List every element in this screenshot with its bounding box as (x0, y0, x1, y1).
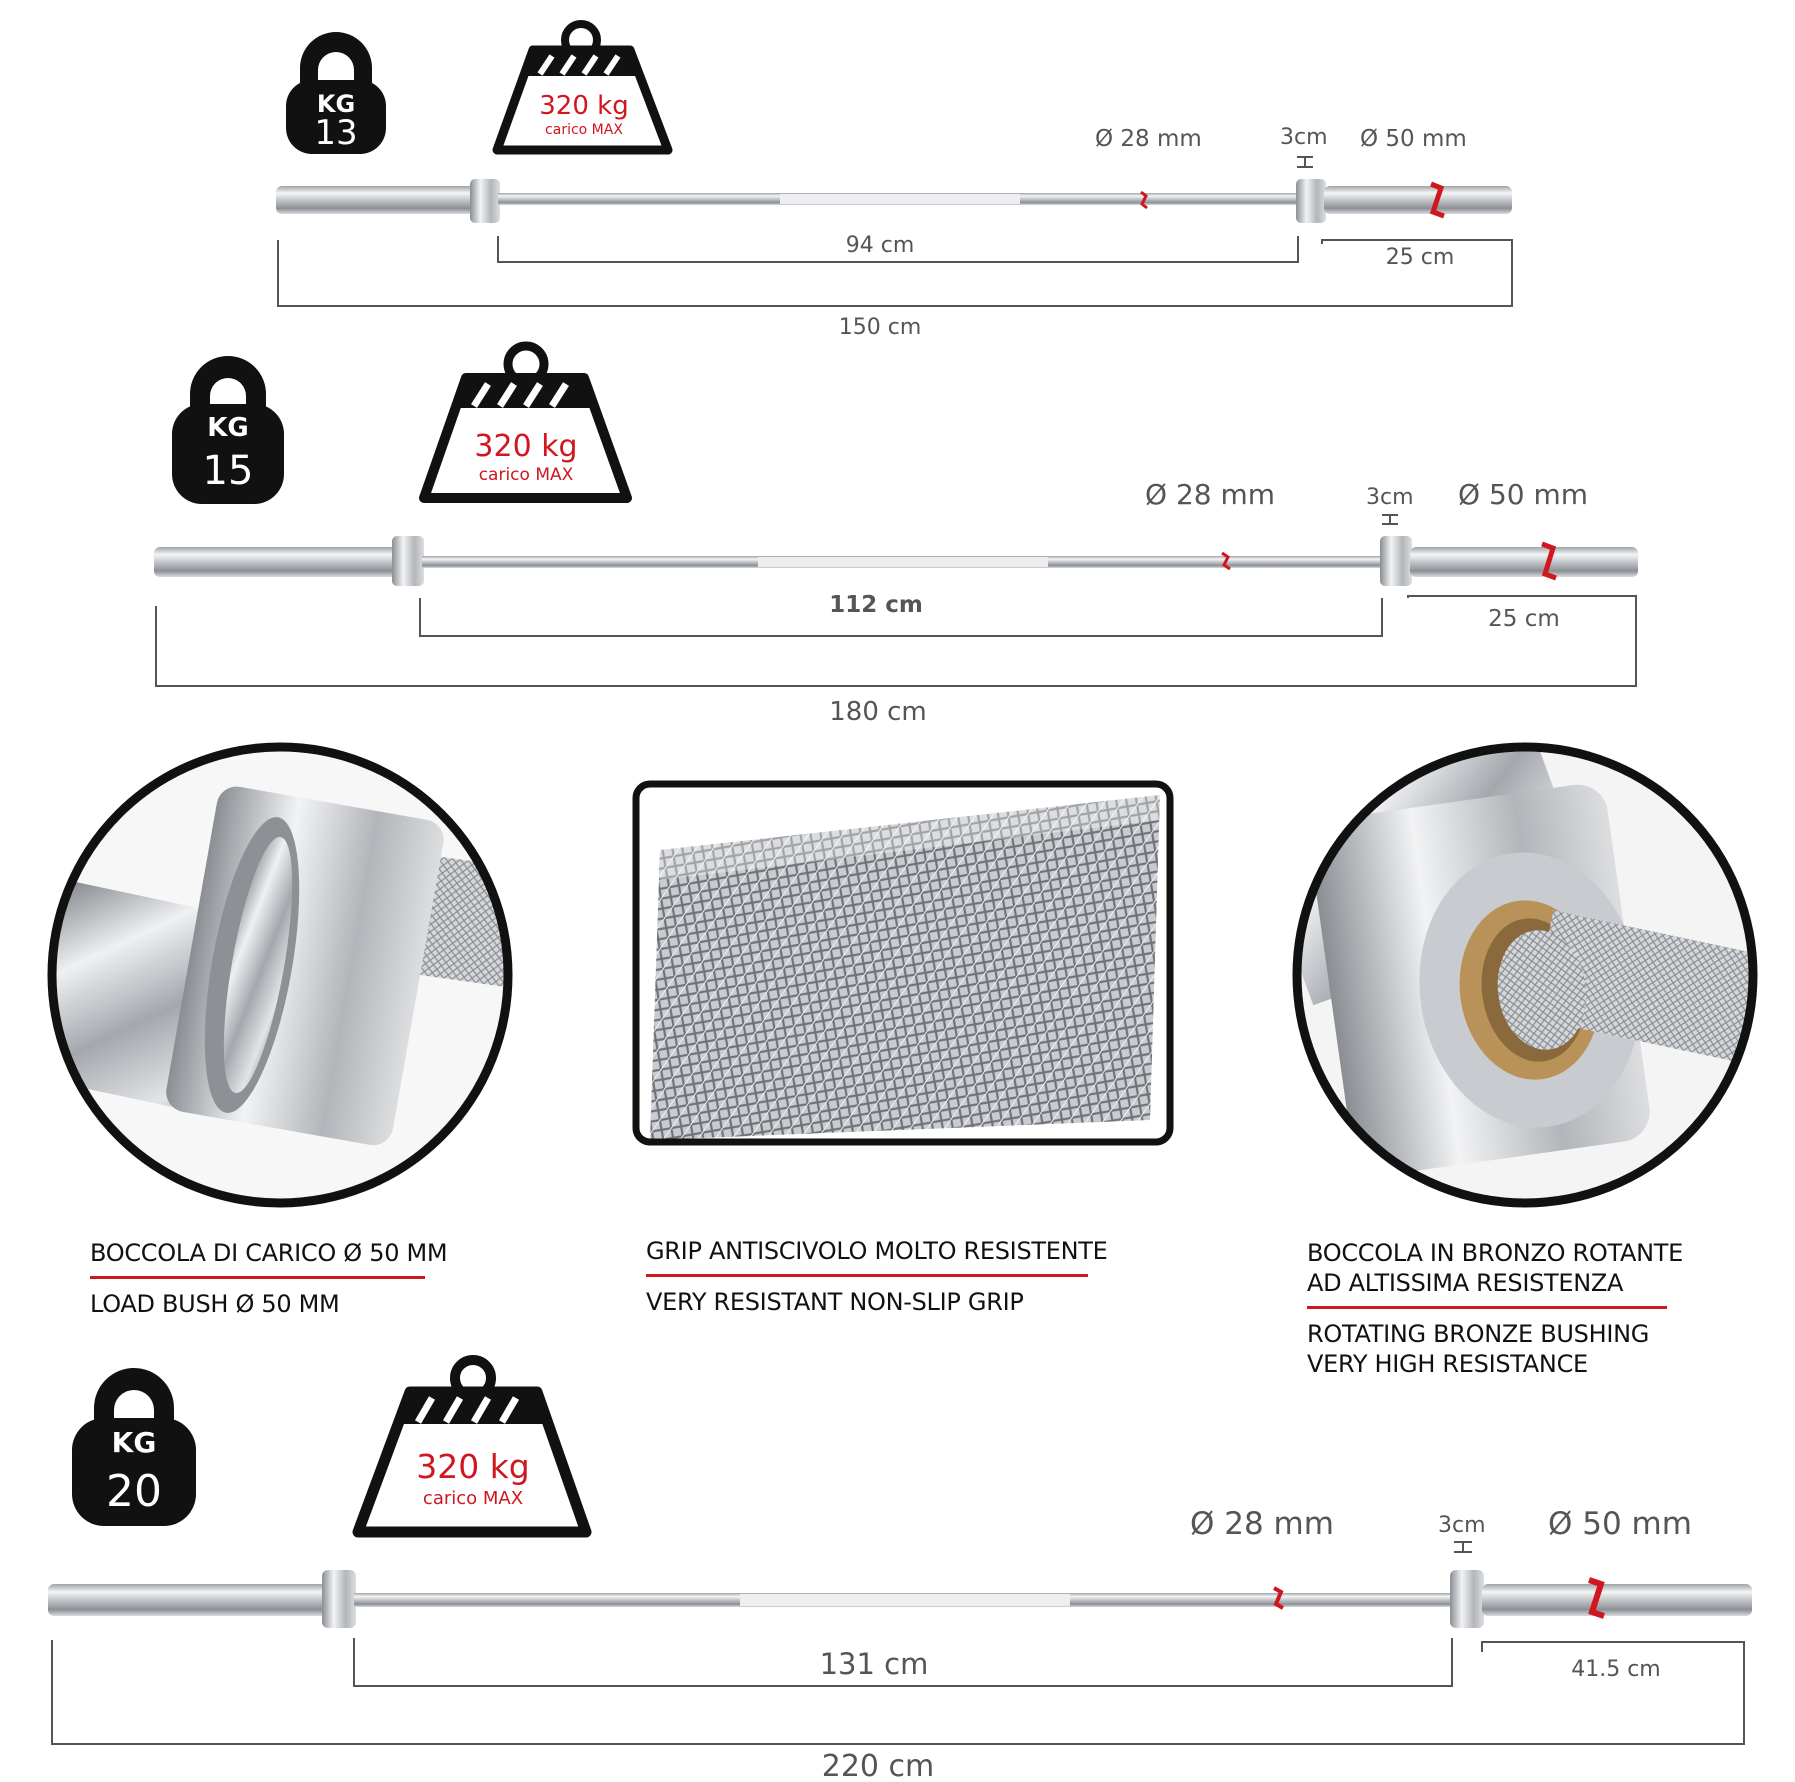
total-length-dimension (277, 240, 1513, 307)
kettlebell-unit: KG (317, 90, 355, 118)
max-load-caption: carico MAX (479, 465, 574, 485)
sleeve-diameter-marker (1541, 541, 1557, 581)
collar-width-marker (1382, 514, 1398, 525)
caption-divider (646, 1274, 1088, 1277)
max-load-weight-icon: 320 kg carico MAX (492, 20, 673, 155)
bronze-bushing-photo (1292, 742, 1758, 1208)
caption-english-line-2: VERY HIGH RESISTANCE (1307, 1350, 1588, 1378)
caption-italian-line-2: AD ALTISSIMA RESISTENZA (1307, 1269, 1624, 1297)
max-load-value: 320 kg (416, 1447, 530, 1486)
max-load-weight-icon: 320 kg carico MAX (419, 341, 632, 503)
kettlebell-icon: KG 13 (286, 32, 386, 154)
collar-width-marker (1454, 1541, 1472, 1553)
kettlebell-icon: KG 20 (72, 1368, 196, 1526)
sleeve-diameter-marker (1429, 181, 1445, 219)
sleeve-length-dimension (1407, 595, 1637, 598)
total-length-label: 150 cm (839, 315, 922, 340)
collar-width-label: 3cm (1366, 485, 1414, 510)
knurled-grip-photo (632, 780, 1174, 1146)
max-load-value: 320 kg (539, 91, 628, 121)
total-length-dimension (51, 1640, 1745, 1745)
collar-width-label: 3cm (1280, 125, 1328, 150)
inner-length-dimension (419, 598, 1383, 637)
barbell (276, 179, 1512, 223)
sleeve-length-dimension (1321, 239, 1513, 244)
kettlebell-weight: 13 (314, 113, 357, 153)
collar-width-marker (1297, 156, 1313, 168)
grip-diameter-label: Ø 28 mm (1095, 126, 1202, 152)
barbell (154, 536, 1638, 586)
caption-italian: GRIP ANTISCIVOLO MOLTO RESISTENTE (646, 1237, 1108, 1265)
bar-spec-220: KG 20 320 kg carico MAX Ø 28 mm 3cm (48, 1355, 1752, 1782)
grip-diameter-label: Ø 28 mm (1145, 478, 1275, 511)
max-load-caption: carico MAX (545, 122, 623, 138)
sleeve-diameter-label: Ø 50 mm (1458, 478, 1588, 511)
sleeve-length-label: 25 cm (1386, 245, 1455, 270)
total-length-label: 180 cm (829, 697, 927, 727)
load-bush-photo (47, 742, 513, 1208)
sleeve-length-label: 41.5 cm (1571, 1657, 1661, 1682)
kettlebell-unit: KG (112, 1426, 157, 1459)
caption-italian-line-1: BOCCOLA IN BRONZO ROTANTE (1307, 1239, 1683, 1267)
caption-divider (90, 1276, 425, 1279)
kettlebell-icon: KG 15 (172, 356, 284, 504)
grip-caption: GRIP ANTISCIVOLO MOLTO RESISTENTE VERY R… (646, 1236, 1108, 1317)
caption-divider (1307, 1306, 1667, 1309)
grip-diameter-marker (1221, 551, 1231, 571)
sleeve-diameter-label: Ø 50 mm (1548, 1506, 1692, 1542)
bronze-bushing-caption: BOCCOLA IN BRONZO ROTANTE AD ALTISSIMA R… (1307, 1238, 1683, 1379)
total-length-dimension (155, 596, 1637, 687)
caption-english-line-1: ROTATING BRONZE BUSHING (1307, 1320, 1650, 1348)
sleeve-diameter-label: Ø 50 mm (1360, 126, 1467, 152)
caption-italian: BOCCOLA DI CARICO Ø 50 MM (90, 1239, 448, 1267)
sleeve-diameter-marker (1588, 1577, 1605, 1619)
kettlebell-weight: 20 (106, 1466, 162, 1517)
max-load-caption: carico MAX (423, 1488, 523, 1509)
bar-spec-150: KG 13 320 kg carico MAX Ø 28 (276, 20, 1513, 340)
inner-length-dimension (497, 236, 1299, 263)
max-load-weight-icon: 320 kg carico MAX (352, 1355, 592, 1538)
caption-english: LOAD BUSH Ø 50 MM (90, 1290, 340, 1318)
grip-diameter-marker (1140, 190, 1148, 210)
inner-length-dimension (353, 1638, 1453, 1687)
inner-length-label: 131 cm (820, 1647, 929, 1681)
kettlebell-unit: KG (207, 413, 249, 443)
inner-length-label: 112 cm (829, 592, 923, 618)
total-length-label: 220 cm (822, 1749, 935, 1782)
collar-width-label: 3cm (1438, 1513, 1486, 1538)
sleeve-length-label: 25 cm (1488, 606, 1560, 632)
inner-length-label: 94 cm (846, 233, 915, 258)
grip-diameter-marker (1273, 1586, 1284, 1610)
caption-english: VERY RESISTANT NON-SLIP GRIP (646, 1288, 1024, 1316)
bar-spec-180: KG 15 320 kg carico MAX Ø 28 mm 3cm (154, 341, 1638, 727)
kettlebell-weight: 15 (203, 448, 254, 494)
sleeve-length-dimension (1481, 1641, 1745, 1652)
max-load-value: 320 kg (474, 429, 577, 464)
grip-diameter-label: Ø 28 mm (1190, 1506, 1334, 1542)
load-bush-caption: BOCCOLA DI CARICO Ø 50 MM LOAD BUSH Ø 50… (90, 1238, 448, 1319)
barbell (48, 1570, 1752, 1628)
